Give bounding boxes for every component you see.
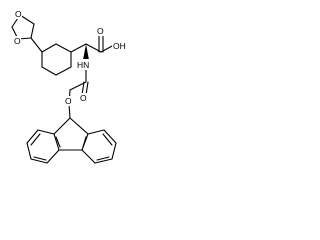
methylene-bridge-bond [68,103,71,119]
atom-labels: O O O OH HN O O [13,9,128,106]
carbamate-carbonyl-oxygen-label: O [80,93,87,103]
dioxolane-oxygen-top-label: O [15,9,22,19]
acid-carbonyl-oxygen-label: O [97,26,104,36]
stereo-wedge-bond [83,44,89,60]
dioxolane-cyclohexane-bond [30,37,43,53]
carbamate-ester-oxygen-label: O [65,96,72,106]
cyclohexane-ring [41,43,72,76]
acid-hydroxyl-label: OH [113,41,126,51]
fluorene-system [26,117,117,164]
dioxolane-oxygen-bottom-label: O [14,36,21,46]
carboxylic-acid-group [85,33,115,53]
carbamate-nh-label: HN [77,60,89,70]
cyclohexane-alpha-carbon-bond [70,43,87,53]
chemical-structure-diagram: O O O OH HN O O [11,9,128,164]
